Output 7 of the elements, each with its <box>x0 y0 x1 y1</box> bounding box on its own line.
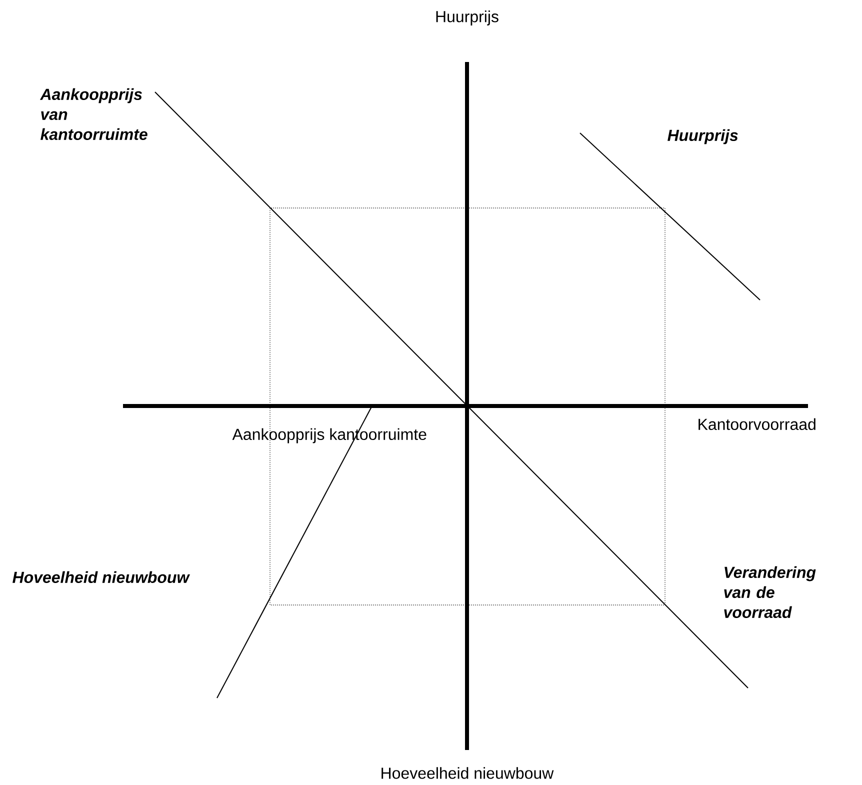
curve-label: Hoveelheid nieuwbouw <box>12 571 190 584</box>
axis-label: Huurprijs <box>436 10 498 26</box>
curve-label: Huurprijs <box>668 129 738 144</box>
axis-label: Kantoorvoorraad <box>698 418 816 430</box>
curve-label: Aankoopprijs van kantoorruimte <box>40 88 148 140</box>
axis-label: Hoeveelheid nieuwbouw <box>382 767 554 779</box>
curve-label: Verandering van de voorraad <box>724 566 816 618</box>
